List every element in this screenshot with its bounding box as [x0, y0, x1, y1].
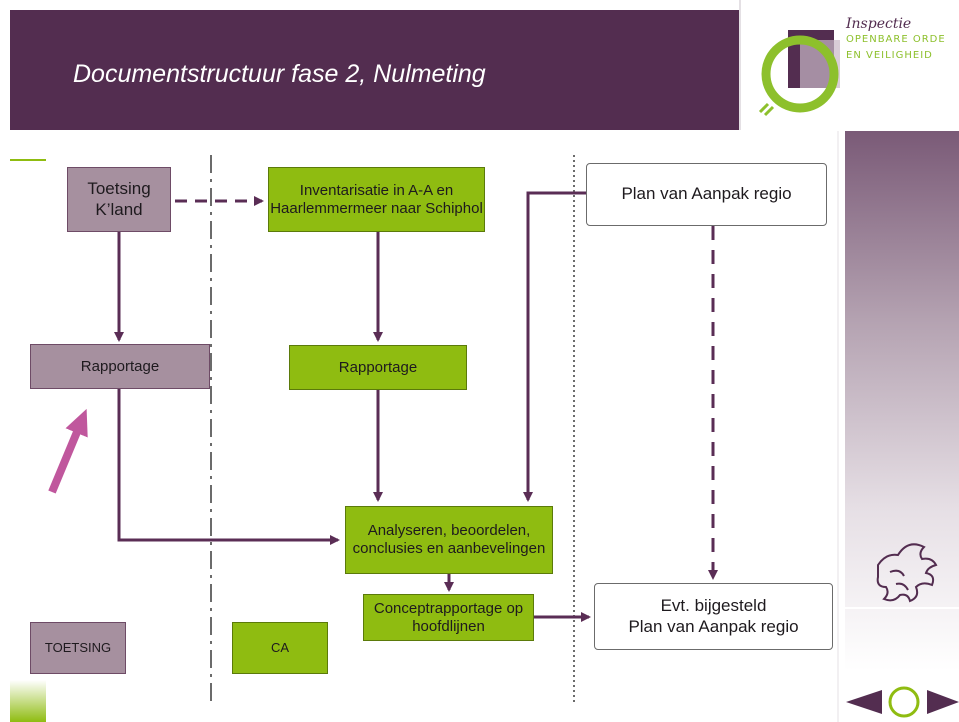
logo-panel	[740, 0, 959, 130]
node-evt-bijgesteld: Evt. bijgesteld Plan van Aanpak regio	[594, 583, 833, 650]
corner-gradient	[10, 680, 46, 722]
lion-emblem-icon	[876, 543, 938, 603]
slide-title: Documentstructuur fase 2, Nulmeting	[73, 60, 486, 88]
arrow-rapportage-analyseren	[117, 388, 340, 545]
node-plan-van-aanpak: Plan van Aanpak regio	[586, 163, 827, 226]
next-arrow-icon[interactable]	[927, 690, 959, 714]
node-rapportage-mid: Rapportage	[289, 345, 467, 390]
highlight-arrow	[48, 408, 88, 494]
legend-ca: CA	[232, 622, 328, 674]
evt-line-2: Plan van Aanpak regio	[628, 616, 799, 636]
node-conceptrapportage: Conceptrapportage op hoofdlijnen	[363, 594, 534, 641]
logo-line-inspectie: Inspectie	[846, 16, 912, 32]
logo-line-openbare-orde: OPENBARE ORDE	[846, 34, 946, 45]
node-toetsing-kland: Toetsing K’land	[67, 167, 171, 232]
prev-arrow-icon[interactable]	[846, 690, 882, 714]
arrow-plan-analyseren	[523, 191, 586, 502]
node-analyseren: Analyseren, beoordelen, conclusies en aa…	[345, 506, 553, 574]
logo-text: Inspectie OPENBARE ORDE EN VEILIGHEID	[846, 16, 946, 64]
logo-circle	[761, 35, 839, 113]
node-rapportage-left: Rapportage	[30, 344, 210, 389]
legend-toetsing: TOETSING	[30, 622, 126, 674]
home-circle-icon[interactable]	[888, 686, 920, 718]
header-band	[10, 10, 739, 130]
logo-line-veiligheid: EN VEILIGHEID	[846, 50, 933, 61]
evt-line-1: Evt. bijgesteld	[660, 596, 767, 616]
node-inventarisatie: Inventarisatie in A-A en Haarlemmermeer …	[268, 167, 485, 232]
